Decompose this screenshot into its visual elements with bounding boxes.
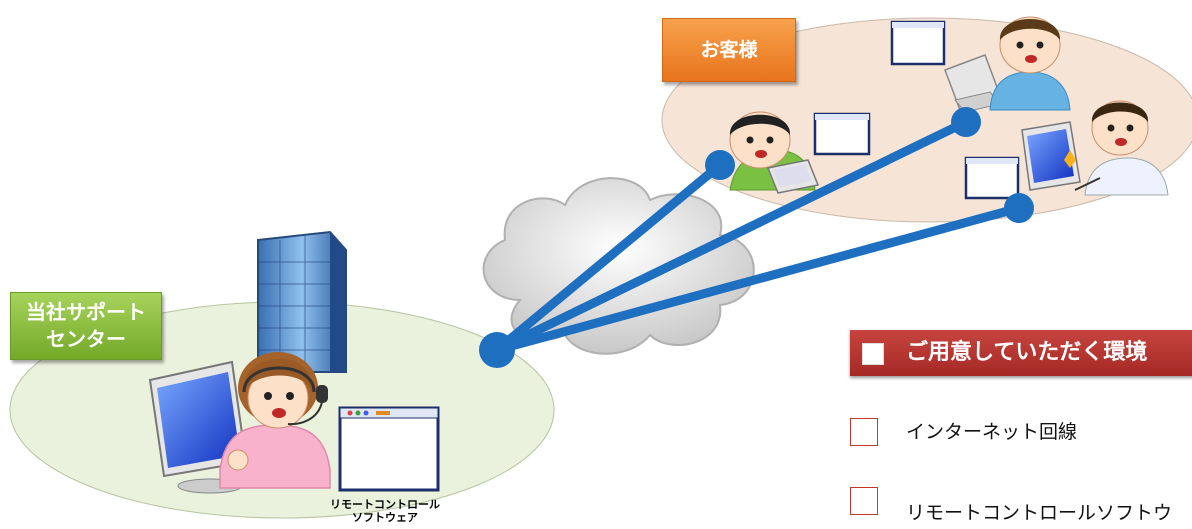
- connection-lines: [492, 117, 1024, 355]
- customer-2-icon: [944, 16, 1071, 113]
- environment-header: ご用意していただく環境: [850, 330, 1192, 376]
- customer-3-window-icon: [964, 156, 1020, 200]
- environment-item: インターネット回線: [850, 418, 1192, 448]
- connection-line-1: [492, 160, 725, 355]
- environment-item: リモートコントロールソフトウ: [850, 487, 1192, 524]
- software-caption: リモートコントロール ソフトウェア: [300, 498, 470, 524]
- office-building-icon: [257, 230, 347, 373]
- connection-line-3: [492, 203, 1024, 355]
- software-caption-line-1: リモートコントロール: [330, 498, 440, 511]
- support-operator-icon: [219, 352, 331, 489]
- customer-label: お客様: [662, 18, 796, 82]
- connection-node-customer-3: [1004, 193, 1034, 223]
- connection-node-support: [479, 332, 515, 368]
- customer-1-icon: [729, 111, 820, 194]
- checkbox-icon[interactable]: [850, 487, 878, 515]
- support-center-label: 当社サポート センター: [10, 292, 162, 360]
- environment-item-label: リモートコントロールソフトウ: [906, 502, 1173, 524]
- environment-item-label: インターネット回線: [906, 421, 1078, 443]
- connection-line-2: [492, 117, 971, 355]
- connection-node-customer-2: [951, 107, 981, 137]
- customer-2-window-icon: [890, 20, 946, 66]
- header-checkbox-icon: [862, 343, 884, 365]
- connection-node-customer-1: [705, 150, 735, 180]
- software-caption-line-2: ソフトウェア: [352, 511, 418, 524]
- software-window-icon: [338, 406, 440, 492]
- customer-3-icon: [1021, 100, 1169, 196]
- environment-header-title: ご用意していただく環境: [906, 340, 1148, 365]
- support-center-label-line-2: センター: [46, 327, 126, 351]
- support-center-label-line-1: 当社サポート: [26, 300, 146, 324]
- customer-1-window-icon: [813, 112, 871, 156]
- checkbox-icon[interactable]: [850, 418, 878, 446]
